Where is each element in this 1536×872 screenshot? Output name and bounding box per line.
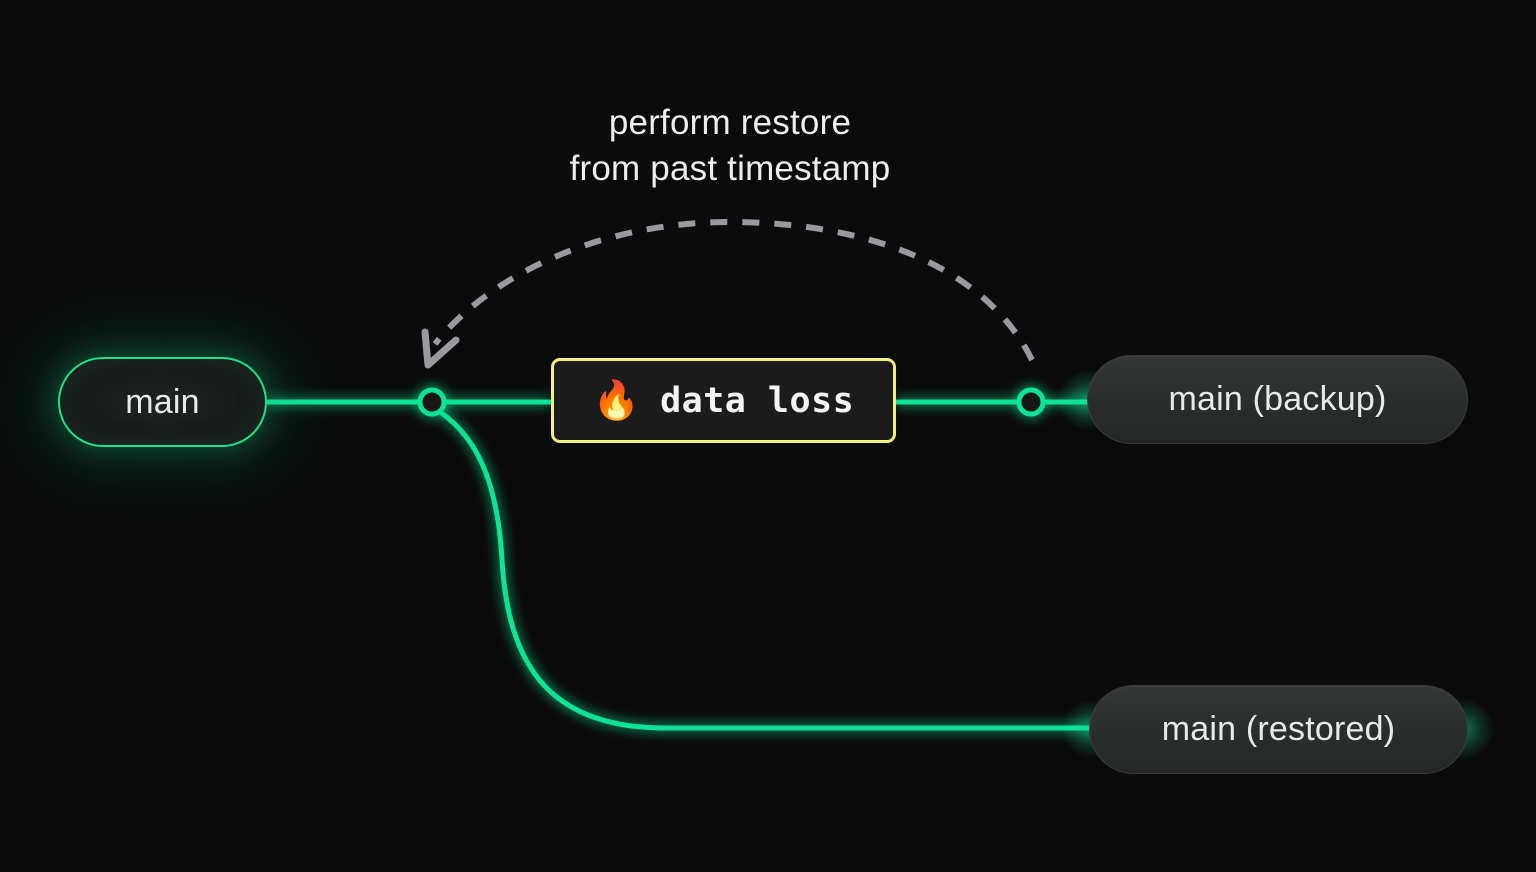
branch-point-node[interactable]	[417, 387, 447, 417]
node-main-backup-label: main (backup)	[1168, 380, 1387, 418]
node-main-backup[interactable]: main (backup)	[1087, 355, 1468, 444]
edge-branch-to-restored	[431, 405, 1093, 731]
data-loss-box[interactable]: 🔥 data loss	[551, 358, 896, 443]
node-main[interactable]: main	[58, 357, 267, 447]
backup-point-node[interactable]	[1016, 387, 1046, 417]
node-main-restored[interactable]: main (restored)	[1089, 685, 1468, 774]
restore-arrowhead-icon	[421, 328, 460, 369]
data-loss-label: data loss	[660, 380, 855, 421]
restore-arrow-path	[432, 218, 1035, 362]
node-main-label: main	[125, 382, 200, 421]
node-main-restored-label: main (restored)	[1161, 710, 1396, 748]
fire-icon: 🔥	[592, 379, 641, 422]
